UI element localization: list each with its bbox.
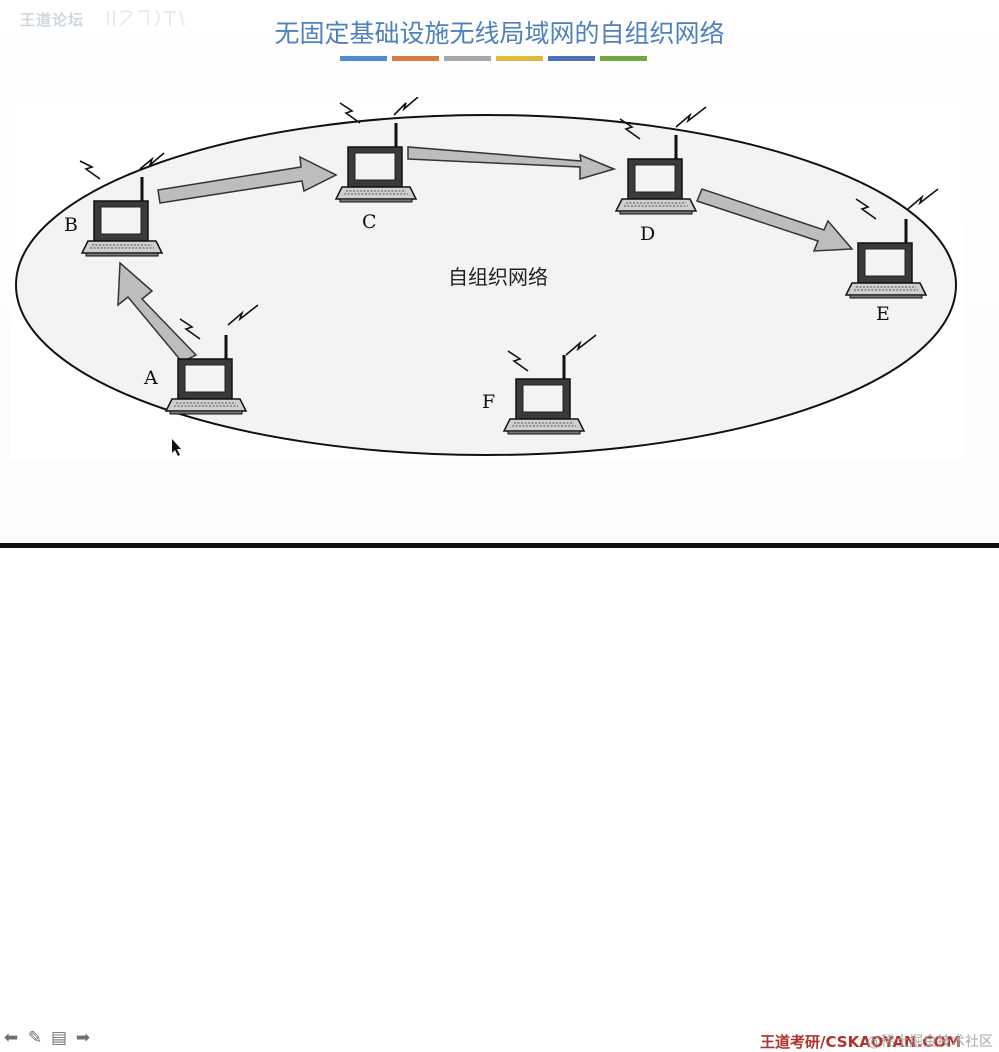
- accent-bar-3: [444, 56, 491, 61]
- brand-logo-text: 王道论坛: [20, 11, 85, 29]
- laptop-e-icon: [844, 188, 939, 300]
- accent-bar-5: [548, 56, 595, 61]
- diagram-canvas: [15, 97, 957, 456]
- slide-nav-controls: ⬅ ✎ ▤ ➡: [2, 1029, 92, 1047]
- page-title: 无固定基础设施无线局域网的自组织网络: [274, 19, 725, 48]
- brand-logo-icon: [107, 10, 185, 27]
- menu-icon[interactable]: ▤: [50, 1028, 68, 1048]
- arrow-b-to-c: [157, 155, 338, 204]
- node-label-a: A: [144, 367, 158, 389]
- accent-bar-4: [496, 56, 543, 61]
- bottom-divider: [0, 543, 999, 548]
- node-label-c: C: [362, 211, 377, 233]
- node-label-d: D: [640, 223, 656, 245]
- laptop-f-icon: [502, 334, 597, 436]
- accent-bar-2: [392, 56, 439, 61]
- arrow-left-icon[interactable]: ⬅: [3, 1028, 19, 1048]
- node-label-f: F: [482, 391, 496, 413]
- node-label-e: E: [876, 303, 890, 325]
- title-underline-bars: [340, 56, 647, 61]
- laptop-d-icon: [614, 106, 707, 216]
- laptop-a-icon: [164, 304, 259, 416]
- laptop-c-icon: [334, 97, 419, 204]
- self-organizing-network-label: 自组织网络: [448, 265, 548, 289]
- watermark-text: @稀土掘金技术社区: [867, 1034, 993, 1050]
- pen-icon[interactable]: ✎: [27, 1028, 43, 1048]
- network-diagram: B C D E A F 自组织网络: [10, 97, 963, 460]
- accent-bar-6: [600, 56, 647, 61]
- arrow-c-to-d: [407, 146, 617, 181]
- arrow-right-icon[interactable]: ➡: [75, 1028, 91, 1048]
- mouse-cursor-icon: [172, 439, 181, 456]
- arrow-d-to-e: [695, 188, 854, 252]
- arrow-a-to-b: [117, 261, 198, 363]
- node-label-b: B: [64, 214, 78, 236]
- laptop-b-icon: [79, 152, 165, 258]
- accent-bar-1: [340, 56, 387, 61]
